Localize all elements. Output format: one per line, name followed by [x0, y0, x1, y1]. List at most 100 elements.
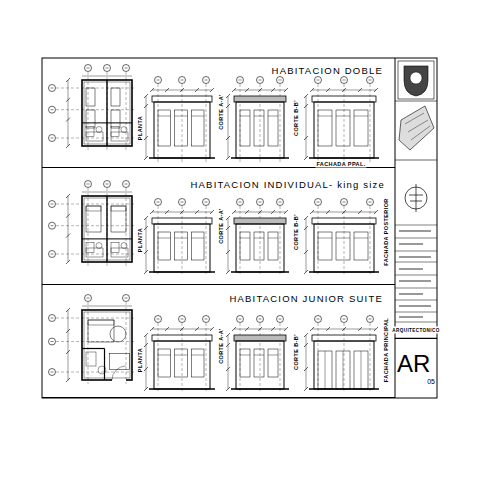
- axis-bubble: [341, 316, 348, 323]
- dimension-tick: [232, 88, 236, 92]
- axis-mark: [157, 80, 160, 81]
- axis-line: [88, 302, 89, 384]
- axis-mark: [181, 80, 184, 81]
- window-opening: [268, 110, 278, 146]
- axis-mark: [51, 109, 54, 110]
- axis-bubble: [123, 181, 130, 188]
- window-transom: [191, 238, 204, 239]
- bed-symbol: [111, 88, 120, 106]
- university-logo: [404, 66, 428, 96]
- dimension-tick: [245, 210, 249, 214]
- view-label: CORTE B-B': [293, 333, 300, 371]
- axis-mark: [259, 202, 262, 203]
- axis-mark: [181, 319, 184, 320]
- dimension-tick: [66, 260, 70, 264]
- axis-bubble: [257, 316, 264, 323]
- dimension-tick: [226, 156, 230, 160]
- roof-slab: [312, 218, 376, 224]
- window-transom: [254, 355, 264, 356]
- roof-slab: [152, 96, 212, 102]
- dimension-tick: [226, 250, 230, 254]
- axis-bubble: [179, 77, 186, 84]
- interior-wall: [104, 349, 105, 381]
- window-opening: [158, 349, 171, 377]
- title-row-line: [395, 101, 437, 102]
- sheet-border: [42, 58, 437, 398]
- dimension-tick: [326, 327, 330, 331]
- dimension-tick: [66, 214, 70, 218]
- axis-line: [260, 323, 261, 393]
- axis-bubble: [277, 316, 284, 323]
- bed-symbol: [86, 88, 95, 106]
- north-arrow: [409, 195, 423, 201]
- dimension-tick: [210, 88, 214, 92]
- ground-line: [149, 157, 215, 158]
- dimension-tick: [195, 88, 199, 92]
- shower-symbol: [86, 248, 103, 257]
- axis-bubble: [104, 181, 111, 188]
- roof-slab: [234, 335, 286, 341]
- dimension-tick: [210, 210, 214, 214]
- dimension-tick: [144, 333, 148, 337]
- axis-line: [370, 206, 371, 276]
- wall-outline: [82, 80, 132, 146]
- dimension-line: [68, 80, 69, 146]
- window-transom: [268, 116, 278, 117]
- window-transom: [268, 238, 278, 239]
- pillow-symbol: [111, 206, 126, 211]
- dimension-tick: [232, 327, 236, 331]
- window-opening: [175, 232, 188, 260]
- axis-mark: [157, 202, 160, 203]
- roof-slab: [312, 335, 376, 341]
- dimension-tick: [144, 136, 148, 140]
- dimension-tick: [226, 226, 230, 230]
- window-transom: [175, 116, 188, 117]
- dimension-line: [68, 196, 69, 262]
- axis-bubble: [49, 222, 56, 229]
- wall-outline: [314, 341, 374, 389]
- ground-line: [231, 271, 289, 272]
- sofa-symbol: [110, 353, 130, 369]
- dimension-tick: [150, 88, 154, 92]
- axis-bubble: [341, 77, 348, 84]
- dimension-tick: [342, 88, 346, 92]
- window-opening: [268, 232, 278, 260]
- title-block-fineprint: [399, 316, 423, 317]
- view-label: CORTE A-A': [218, 93, 225, 131]
- axis-mark: [369, 319, 372, 320]
- window-transom: [254, 238, 264, 239]
- axis-line: [280, 206, 281, 276]
- logo-frame: [398, 61, 434, 99]
- axis-mark: [125, 298, 128, 299]
- view-label: CORTE A-A': [218, 207, 225, 245]
- window-opening: [318, 232, 332, 260]
- view-label: CORTE B-B': [293, 213, 300, 251]
- axis-mark: [106, 184, 109, 185]
- toilet-symbol: [86, 352, 96, 366]
- axis-line: [126, 302, 127, 384]
- axis-mark: [369, 80, 372, 81]
- title-row-line: [395, 288, 437, 289]
- window-transom: [158, 116, 171, 117]
- dimension-tick: [245, 327, 249, 331]
- title-row-line: [395, 322, 437, 323]
- view-label: PLANTA: [137, 115, 144, 141]
- axis-mark: [87, 184, 90, 185]
- view-label: FACHADA PRINCIPAL: [383, 317, 390, 383]
- dimension-tick: [304, 216, 308, 220]
- title-row-line: [395, 225, 437, 226]
- logo-emblem: [410, 72, 422, 84]
- axis-mark: [87, 68, 90, 69]
- axis-line: [107, 188, 108, 266]
- dimension-tick: [195, 210, 199, 214]
- toilet-symbol: [86, 126, 94, 136]
- axis-bubble: [257, 199, 264, 206]
- window-transom: [318, 116, 332, 117]
- axis-mark: [205, 202, 208, 203]
- axis-bubble: [49, 251, 56, 258]
- title-block-fineprint: [399, 280, 431, 281]
- ground-line: [231, 388, 289, 389]
- interior-wall: [106, 196, 107, 262]
- door-opening: [336, 351, 350, 389]
- window-opening: [354, 232, 368, 260]
